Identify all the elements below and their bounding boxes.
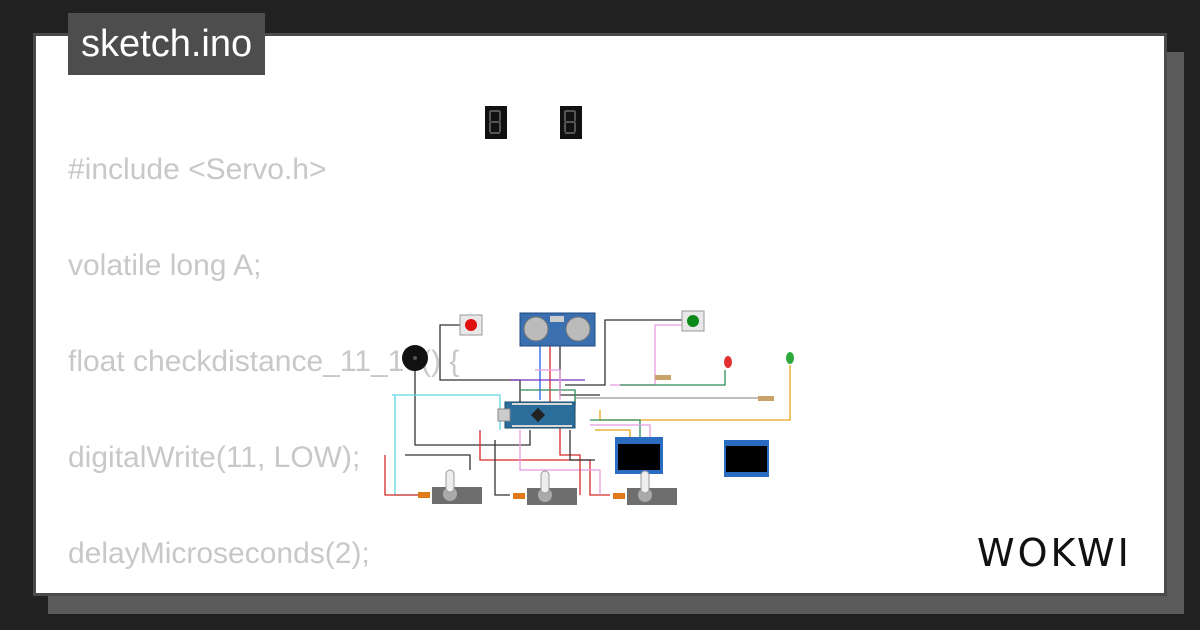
seven-segment-display-2 — [560, 106, 582, 139]
code-line-1: #include <Servo.h> — [68, 153, 327, 186]
wokwi-logo: WOKWI — [977, 531, 1132, 575]
buzzer — [402, 345, 428, 371]
green-pushbutton — [681, 310, 705, 332]
red-pushbutton — [459, 314, 483, 336]
green-led — [786, 352, 794, 364]
seven-segment-display-1 — [485, 106, 507, 139]
code-line-2: volatile long A; — [68, 249, 262, 282]
circuit-diagram — [384, 106, 794, 505]
oled-display-1 — [615, 437, 663, 474]
red-led — [724, 356, 732, 368]
ultrasonic-sensor — [519, 312, 596, 347]
servo-motor-3 — [613, 470, 677, 505]
oled-display-2 — [724, 440, 769, 477]
servo-motor-1 — [418, 469, 482, 504]
file-title-tab: sketch.ino — [68, 13, 266, 75]
arduino-nano-board — [497, 401, 576, 429]
servo-motor-2 — [513, 470, 577, 505]
code-line-4: digitalWrite(11, LOW); — [68, 441, 361, 474]
wokwi-logo-text: WOKWI — [977, 531, 1132, 575]
code-line-5: delayMicroseconds(2); — [68, 537, 370, 570]
preview-card — [33, 33, 1167, 596]
resistor-1 — [655, 375, 671, 380]
code-line-3: float checkdistance_11_10() { — [68, 345, 460, 378]
resistor-2 — [758, 396, 774, 401]
